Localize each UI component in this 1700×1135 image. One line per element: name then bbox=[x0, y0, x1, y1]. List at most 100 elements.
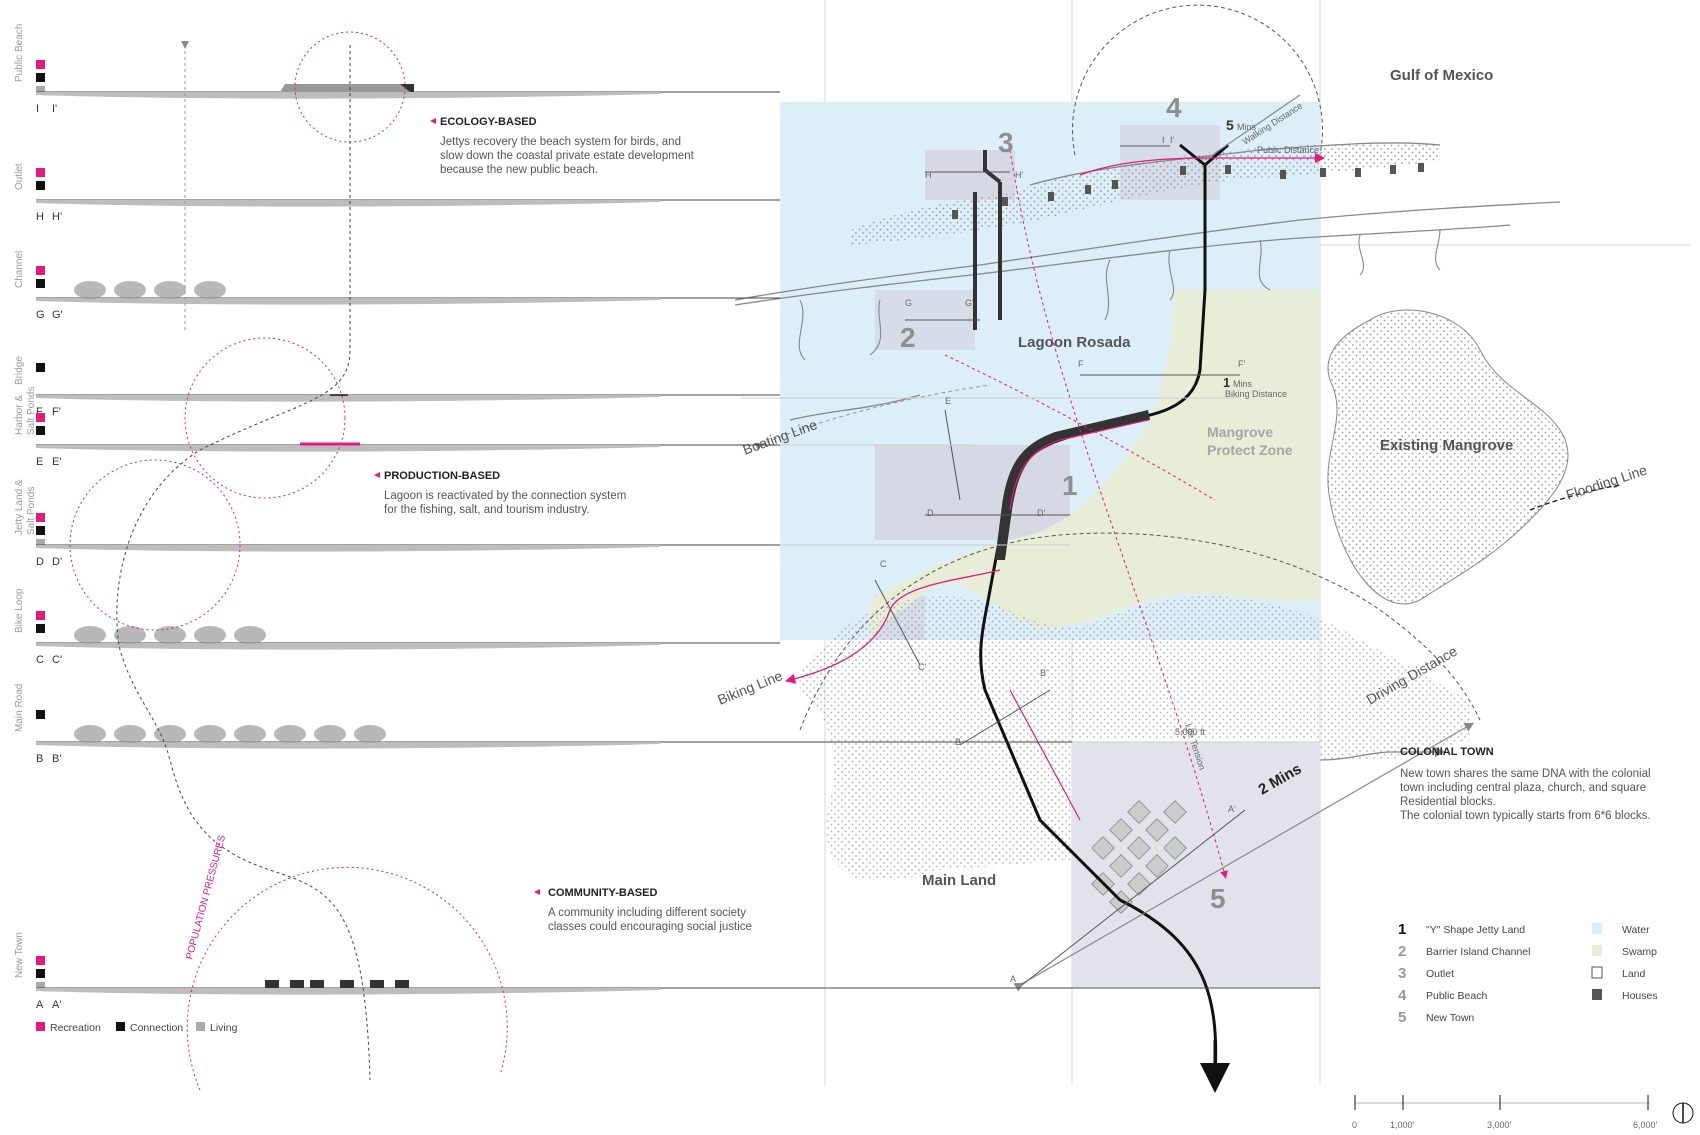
map-number-1: 1 bbox=[1062, 470, 1078, 501]
section-use-swatch bbox=[36, 982, 45, 991]
beach-platform bbox=[280, 84, 410, 92]
section-name: Public Beach bbox=[14, 24, 25, 82]
map-section-lines bbox=[874, 145, 1246, 986]
coastlines bbox=[734, 142, 1561, 421]
map-number-4: 4 bbox=[1166, 92, 1182, 123]
building-icon bbox=[370, 980, 384, 988]
tree-icon bbox=[194, 281, 226, 299]
biking-distance-label: Biking Distance bbox=[1225, 389, 1287, 399]
key-label: New Town bbox=[1426, 1012, 1474, 1024]
section-use-swatch bbox=[36, 181, 45, 190]
svg-text:G': G' bbox=[965, 298, 974, 308]
svg-text:slow down the coastal private: slow down the coastal private estate dev… bbox=[440, 150, 695, 162]
legend-label: Connection bbox=[130, 1022, 183, 1034]
legend-label: Living bbox=[210, 1022, 238, 1034]
map-number-5: 5 bbox=[1210, 883, 1226, 914]
mangrove-protect-label-1: Mangrove bbox=[1207, 424, 1273, 440]
tree-icon bbox=[154, 725, 186, 743]
tree-icon bbox=[274, 725, 306, 743]
building-icon bbox=[340, 980, 354, 988]
section-name: Main Road bbox=[14, 684, 25, 732]
walking-distance-line bbox=[1204, 94, 1301, 161]
key-number: 3 bbox=[1398, 965, 1406, 982]
ft-5000-label: 5,000 ft bbox=[1175, 727, 1206, 737]
svg-text:F': F' bbox=[1238, 359, 1245, 369]
one-mins-num: 1 bbox=[1223, 375, 1230, 390]
map-legend-label: Water bbox=[1622, 924, 1650, 936]
flooding-line bbox=[1529, 484, 1621, 511]
section-use-swatch bbox=[36, 611, 45, 620]
svg-text:A: A bbox=[1010, 974, 1016, 984]
section-use-swatch bbox=[36, 86, 45, 95]
svg-text:E: E bbox=[945, 396, 951, 406]
svg-text:3,000': 3,000' bbox=[1487, 1120, 1512, 1130]
section-code-start: H bbox=[36, 211, 44, 223]
tree-icon bbox=[234, 725, 266, 743]
lagoon-label: Lagoon Rosada bbox=[1018, 334, 1131, 351]
map-legend-label: Land bbox=[1622, 968, 1646, 980]
section-use-swatch bbox=[36, 363, 45, 372]
building-icon bbox=[400, 84, 414, 92]
section-name: Outlet bbox=[14, 163, 25, 190]
swamp-zone bbox=[870, 290, 1320, 640]
section-use-swatch bbox=[36, 279, 45, 288]
svg-text:B': B' bbox=[1040, 668, 1048, 678]
svg-text:Lagoon is reactivated by the c: Lagoon is reactivated by the connection … bbox=[384, 490, 626, 502]
colonial-arrow bbox=[1319, 746, 1446, 761]
svg-text:COLONIAL TOWN: COLONIAL TOWN bbox=[1400, 746, 1494, 758]
map-legend-swatch bbox=[1592, 945, 1602, 956]
key-label: Outlet bbox=[1426, 968, 1454, 980]
section-use-swatch bbox=[36, 413, 45, 422]
tree-icon bbox=[194, 626, 226, 644]
existing-mangrove-area bbox=[1327, 309, 1569, 605]
section-code-end: C' bbox=[52, 654, 62, 666]
section-use-swatch bbox=[36, 168, 45, 177]
section-code-end: B' bbox=[52, 753, 61, 765]
svg-text:I: I bbox=[1162, 135, 1165, 145]
map-legend-label: Houses bbox=[1622, 990, 1658, 1002]
svg-text:C: C bbox=[880, 559, 887, 569]
note-community: COMMUNITY-BASED A community including di… bbox=[534, 887, 752, 933]
section-name: Bike Loop bbox=[14, 588, 25, 633]
svg-text:The colonial town typically st: The colonial town typically starts from … bbox=[1400, 810, 1651, 822]
svg-text:D: D bbox=[927, 508, 934, 518]
svg-text:F: F bbox=[1078, 359, 1084, 369]
map-number-2: 2 bbox=[900, 322, 916, 353]
building-icon bbox=[265, 980, 279, 988]
svg-text:New town shares the same DNA w: New town shares the same DNA with the co… bbox=[1400, 768, 1651, 780]
svg-text:COMMUNITY-BASED: COMMUNITY-BASED bbox=[548, 887, 657, 899]
tree-icon bbox=[354, 725, 386, 743]
houses bbox=[952, 163, 1424, 219]
tree-icon bbox=[234, 626, 266, 644]
section-code-end: G' bbox=[52, 309, 63, 321]
tree-icon bbox=[74, 281, 106, 299]
section-name: Harbor & bbox=[14, 395, 25, 435]
svg-text:6,000': 6,000' bbox=[1633, 1120, 1658, 1130]
flooding-line-label: Flooding Line bbox=[1564, 462, 1649, 503]
note-colonial: COLONIAL TOWN New town shares the same D… bbox=[1400, 746, 1651, 822]
section-code-start: C bbox=[36, 654, 44, 666]
section-use-swatch bbox=[36, 624, 45, 633]
public-distance-line bbox=[1079, 152, 1326, 176]
tree-icon bbox=[154, 281, 186, 299]
section-code-start: F bbox=[36, 406, 43, 418]
key-label: "Y" Shape Jetty Land bbox=[1426, 924, 1525, 936]
note-ecology: ECOLOGY-BASED Jettys recovery the beach … bbox=[430, 116, 695, 176]
section-ground bbox=[36, 395, 660, 402]
note-production: PRODUCTION-BASED Lagoon is reactivated b… bbox=[374, 470, 626, 516]
map-legend-label: Swamp bbox=[1622, 946, 1657, 958]
boating-line bbox=[754, 384, 991, 451]
legend-swatch bbox=[116, 1022, 125, 1031]
section-use-swatch bbox=[36, 526, 45, 535]
svg-text:classes could encouraging soci: classes could encouraging social justice bbox=[548, 921, 752, 933]
tree-icon bbox=[74, 626, 106, 644]
biking-line-label: Biking Line bbox=[715, 667, 785, 708]
